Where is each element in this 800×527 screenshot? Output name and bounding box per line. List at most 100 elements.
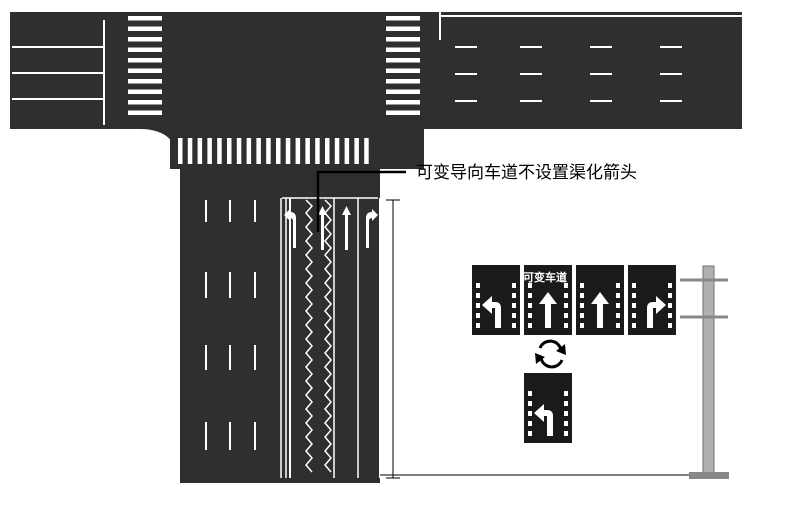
- sign-dash: [632, 293, 636, 298]
- sign-dash: [476, 323, 480, 328]
- crosswalk-stripe: [386, 68, 420, 73]
- sign-dash: [528, 411, 532, 416]
- crosswalk-stripe: [207, 138, 212, 164]
- sign-dash: [476, 283, 480, 288]
- crosswalk-stripe: [128, 100, 162, 105]
- crosswalk-stripe: [128, 16, 162, 21]
- cycle-arrows-icon: [535, 339, 566, 369]
- sign-dash: [564, 401, 568, 406]
- lane-arrows: [284, 206, 378, 250]
- sign-dash: [668, 283, 672, 288]
- sign-dash: [580, 323, 584, 328]
- crosswalk-stripe: [386, 26, 420, 31]
- sign-dash: [528, 293, 532, 298]
- sign-dash: [668, 313, 672, 318]
- sign-dash: [580, 313, 584, 318]
- crosswalk-stripe: [187, 138, 193, 164]
- callout: 可变导向车道不设置渠化箭头: [316, 163, 637, 232]
- crosswalk-stripe: [128, 26, 162, 31]
- crosswalk-stripe: [386, 100, 420, 105]
- straight-sign: [576, 265, 624, 335]
- vertical-lane-dashes: [205, 200, 256, 450]
- sign-dash: [632, 313, 636, 318]
- sign-dash: [564, 293, 568, 298]
- sign-dash: [616, 323, 620, 328]
- sign-dash: [564, 323, 568, 328]
- right-lane-dashes: [455, 46, 682, 102]
- sign-dash: [476, 293, 480, 298]
- right-turn-lane-arrow: [366, 209, 378, 248]
- variable-straight-sign: [524, 265, 572, 335]
- sign-dash: [564, 283, 568, 288]
- sign-dash: [512, 323, 516, 328]
- sign-dash: [668, 293, 672, 298]
- crosswalk-stripe: [386, 79, 420, 84]
- sign-dash: [632, 303, 636, 308]
- crosswalk-stripe: [128, 37, 162, 42]
- sign-dash: [476, 303, 480, 308]
- straight-arrow-icon: [591, 292, 609, 328]
- sign-dash: [564, 411, 568, 416]
- sign-dash: [616, 283, 620, 288]
- crosswalk-stripe: [128, 47, 162, 52]
- left-arrow-icon: [534, 404, 553, 436]
- right-arrow-icon: [647, 296, 666, 328]
- sign-dash: [512, 283, 516, 288]
- variable-lane-label: 可变车道: [523, 270, 567, 284]
- crosswalk-right: [386, 16, 420, 115]
- crosswalk-stripe: [246, 138, 252, 164]
- sign-dash: [512, 293, 516, 298]
- sign-dash: [528, 431, 532, 436]
- crosswalk-stripe: [197, 138, 203, 164]
- sign-dash: [564, 303, 568, 308]
- sign-dash: [632, 323, 636, 328]
- right-turn-sign: [628, 265, 676, 335]
- callout-text: 可变导向车道不设置渠化箭头: [416, 163, 637, 183]
- sign-dash: [528, 323, 532, 328]
- lane-sign-row: [472, 265, 676, 335]
- sign-dash: [616, 293, 620, 298]
- alternate-left-turn-sign: [524, 373, 572, 443]
- sign-dash: [632, 283, 636, 288]
- crosswalk-stripe: [344, 138, 350, 164]
- sign-dash: [616, 303, 620, 308]
- crosswalk-stripe: [295, 138, 301, 164]
- alt-left-turn-sign: [524, 373, 572, 443]
- straight-lane-arrow: [342, 206, 351, 250]
- crosswalk-left: [128, 16, 162, 115]
- crosswalk-stripe: [386, 89, 420, 94]
- straight-lane-arrow-variable: [318, 206, 327, 250]
- crosswalk-stripe: [364, 138, 369, 164]
- crosswalk-stripe: [386, 47, 420, 52]
- crosswalk-stripe: [236, 138, 242, 164]
- crosswalk-stripe: [305, 138, 310, 164]
- crosswalk-bottom: [178, 138, 369, 164]
- left-arrow-icon: [482, 296, 501, 328]
- sign-dash: [528, 283, 532, 288]
- sign-dash: [564, 313, 568, 318]
- sign-dash: [512, 303, 516, 308]
- crosswalk-stripe: [256, 138, 261, 164]
- crosswalk-stripe: [354, 138, 359, 164]
- crosswalk-stripe: [128, 68, 162, 73]
- sign-dash: [580, 303, 584, 308]
- zigzag-line: [305, 199, 314, 473]
- crosswalk-stripe: [386, 37, 420, 42]
- crosswalk-stripe: [217, 138, 222, 164]
- sign-dash: [564, 421, 568, 426]
- crosswalk-stripe: [285, 138, 291, 164]
- sign-dash: [512, 313, 516, 318]
- left-turn-lane-arrow: [284, 209, 296, 248]
- sign-dash: [476, 313, 480, 318]
- variable-lane-zigzag: [305, 199, 333, 473]
- dimension-line: [380, 199, 710, 479]
- approach-lane-lines: [280, 197, 378, 478]
- crosswalk-stripe: [178, 138, 183, 164]
- crosswalk-stripe: [315, 138, 320, 164]
- crosswalk-stripe: [227, 138, 232, 164]
- crosswalk-stripe: [325, 138, 330, 164]
- sign-dash: [668, 303, 672, 308]
- sign-pole: [680, 265, 729, 479]
- crosswalk-stripe: [266, 138, 271, 164]
